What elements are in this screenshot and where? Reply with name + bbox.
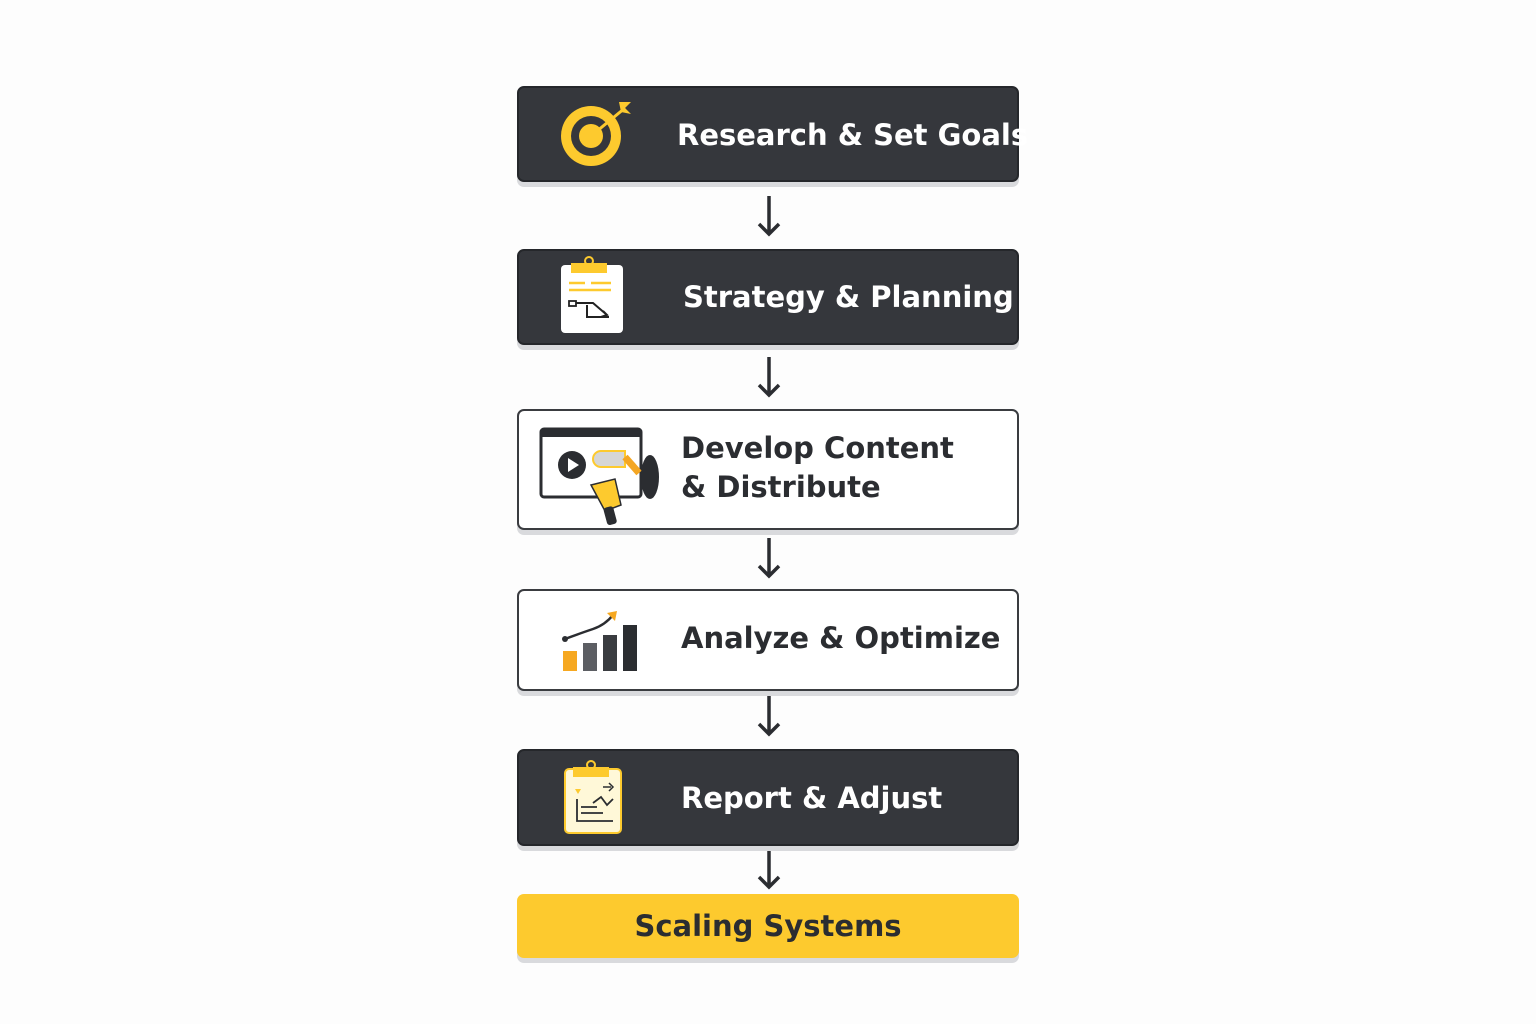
step-scaling-systems: Scaling Systems xyxy=(517,894,1019,958)
step-label: Analyze & Optimize xyxy=(681,621,1001,655)
arrow-down-icon xyxy=(757,357,781,398)
step-label: Scaling Systems xyxy=(634,909,902,943)
step-strategy-planning: Strategy & Planning xyxy=(517,249,1019,345)
step-develop-content-distribute: Develop Content & Distribute xyxy=(517,409,1019,530)
step-label: Strategy & Planning xyxy=(683,280,1014,314)
target-icon xyxy=(561,102,631,166)
video-content-icon xyxy=(539,427,659,526)
clipboard-plan-icon xyxy=(561,256,623,333)
step-report-adjust: Report & Adjust xyxy=(517,749,1019,846)
step-label: Research & Set Goals xyxy=(677,118,1029,152)
arrow-down-icon xyxy=(757,851,781,890)
bar-chart-growth-icon xyxy=(562,611,637,671)
arrow-down-icon xyxy=(757,538,781,579)
step-label-line2: & Distribute xyxy=(681,470,881,504)
step-label: Report & Adjust xyxy=(681,781,943,815)
arrow-down-icon xyxy=(757,196,781,237)
step-label-line1: Develop Content xyxy=(681,431,954,465)
step-research-set-goals: Research & Set Goals xyxy=(517,86,1028,182)
clipboard-report-icon xyxy=(564,760,622,834)
step-analyze-optimize: Analyze & Optimize xyxy=(517,589,1019,691)
arrow-down-icon xyxy=(757,696,781,737)
